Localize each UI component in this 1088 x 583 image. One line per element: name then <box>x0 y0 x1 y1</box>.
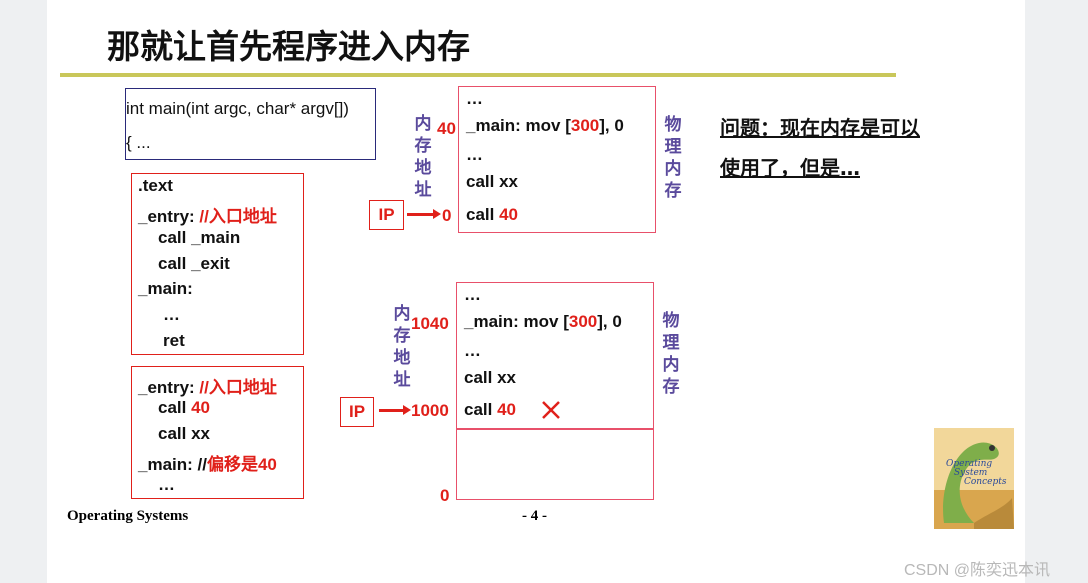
asm2-call-40: call 40 <box>158 398 211 417</box>
book-cover-image: Operating System Concepts <box>934 428 1014 529</box>
asm1-entry: _entry: //入口地址 <box>138 207 277 226</box>
mem2-box: … _main: mov [300], 0 … call xx call 40 <box>456 282 654 500</box>
c-code-line-2: { ... <box>126 133 151 152</box>
mem2-line-3: … <box>464 341 481 360</box>
asm-linked-box: _entry: //入口地址 call 40 call xx _main: //… <box>131 366 304 499</box>
title-underline <box>60 73 896 77</box>
book-cover-title-1: Operating <box>946 459 992 469</box>
mem1-line-1: … <box>466 89 483 108</box>
c-code-line-1: int main(int argc, char* argv[]) <box>126 99 349 118</box>
mem1-line-3: … <box>466 145 483 164</box>
mem1-addr-0: 0 <box>442 206 452 225</box>
asm2-ellipsis: … <box>158 475 175 494</box>
mem1-physical-label: 物理内存 <box>664 115 682 201</box>
asm1-text: .text <box>138 176 173 195</box>
asm1-main-label: _main: <box>138 279 193 298</box>
mem1-box: … _main: mov [300], 0 … call xx call 40 <box>458 86 656 233</box>
asm2-main-comment: 偏移是40 <box>206 455 277 474</box>
asm1-ret: ret <box>163 331 185 350</box>
asm1-entry-comment: //入口地址 <box>199 207 277 226</box>
mem2-line-1: … <box>464 285 481 304</box>
footer-page-number: - 4 - <box>522 508 547 524</box>
mem1-line-5: call 40 <box>466 205 519 224</box>
error-cross-icon <box>542 401 560 419</box>
question-line-2: 使用了，但是… <box>720 156 860 180</box>
mem1-line-4: call xx <box>466 172 518 191</box>
mem2-addr-0: 0 <box>440 486 450 505</box>
asm1-ellipsis: … <box>163 305 180 324</box>
mem2-physical-label: 物理内存 <box>662 311 680 397</box>
slide: 那就让首先程序进入内存 int main(int argc, char* arg… <box>47 0 1025 583</box>
mem1-address-label: 内存地址 <box>414 114 432 200</box>
book-cover-title-3: Concepts <box>964 477 1007 487</box>
asm2-call-xx: call xx <box>158 424 210 443</box>
question-line-1: 问题：现在内存是可以 <box>720 116 920 140</box>
asm1-call-exit: call _exit <box>158 254 230 273</box>
mem2-divider <box>457 428 653 430</box>
asm1-call-main: call _main <box>158 228 241 247</box>
asm2-entry: _entry: //入口地址 <box>138 378 277 397</box>
mem1-line-2: _main: mov [300], 0 <box>466 116 624 135</box>
mem2-address-label: 内存地址 <box>393 304 411 390</box>
mem1-addr-40: 40 <box>437 119 456 138</box>
mem2-addr-1040: 1040 <box>411 314 449 333</box>
mem1-ip-arrow <box>407 209 441 219</box>
c-code-box: int main(int argc, char* argv[]) { ... <box>125 88 376 160</box>
mem2-line-5: call 40 <box>464 400 517 419</box>
book-cover-title-2: System <box>954 468 987 478</box>
mem2-line-4: call xx <box>464 368 516 387</box>
mem1-ip-register: IP <box>369 200 404 230</box>
mem2-ip-arrow <box>379 405 411 415</box>
mem2-line-2: _main: mov [300], 0 <box>464 312 622 331</box>
asm-source-box: .text _entry: //入口地址 call _main call _ex… <box>131 173 304 355</box>
asm2-main: _main: //偏移是40 <box>138 455 277 474</box>
mem2-addr-1000: 1000 <box>411 401 449 420</box>
asm2-entry-comment: //入口地址 <box>199 378 277 397</box>
footer-course: Operating Systems <box>67 508 189 524</box>
slide-title: 那就让首先程序进入内存 <box>107 27 470 66</box>
mem2-ip-register: IP <box>340 397 374 427</box>
watermark: CSDN @陈奕迅本讯 <box>904 562 1051 579</box>
